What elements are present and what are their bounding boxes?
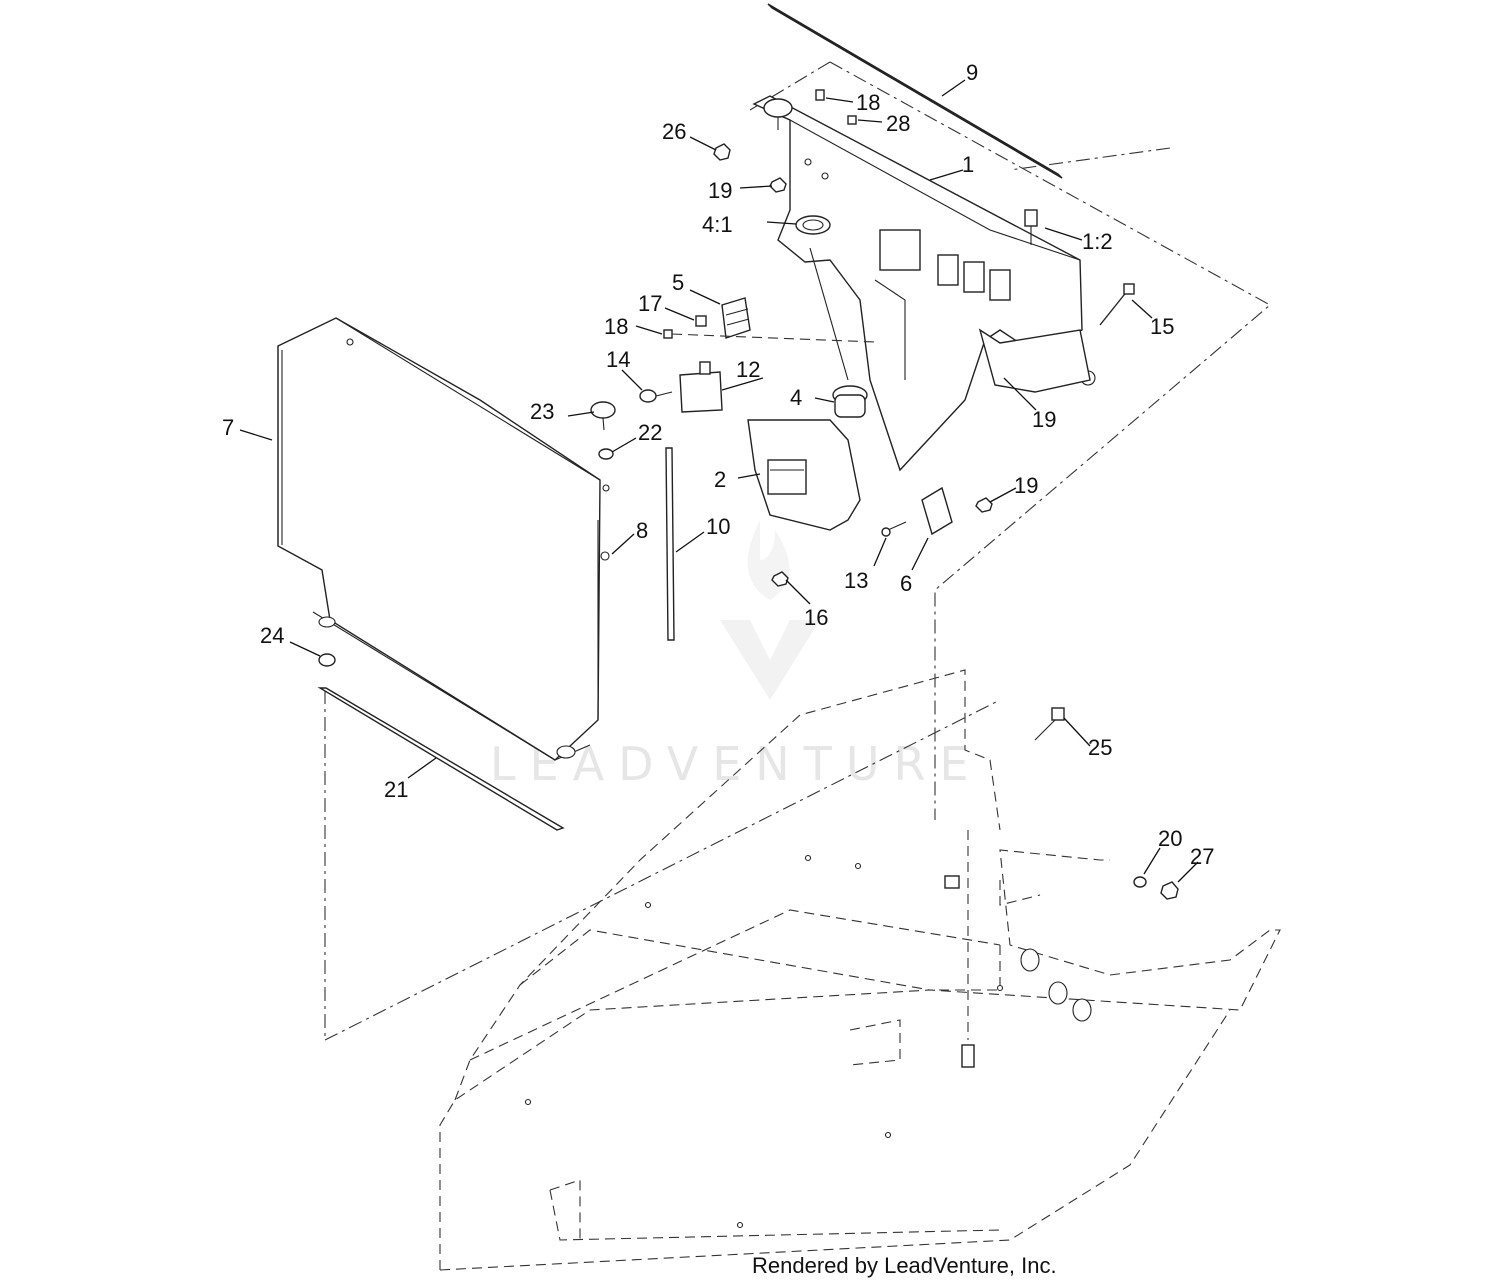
callout-5: 5: [672, 270, 684, 295]
callout-22: 22: [638, 420, 662, 445]
callout-19-top: 19: [708, 178, 732, 203]
callout-10: 10: [706, 514, 730, 539]
module-6: [921, 486, 953, 536]
callout-7: 7: [222, 415, 234, 440]
chassis-frame: [439, 669, 1281, 1271]
callout-20: 20: [1158, 826, 1182, 851]
bracket-1-2: [978, 209, 1091, 393]
terminal-17: [695, 315, 707, 327]
screw-28: [847, 115, 857, 125]
callout-18-mid: 18: [604, 314, 628, 339]
callout-6: 6: [900, 571, 912, 596]
callout-17: 17: [638, 291, 662, 316]
screw-18-mid: [663, 329, 876, 343]
callout-15: 15: [1150, 314, 1174, 339]
strip-10: [665, 447, 675, 641]
callout-1-2: 1:2: [1082, 229, 1113, 254]
switch-4: [832, 385, 868, 418]
washer-22: [598, 448, 614, 460]
callout-28: 28: [886, 111, 910, 136]
screw-13: [881, 521, 907, 537]
callout-9: 9: [966, 60, 978, 85]
controller-2: [747, 419, 861, 531]
grommet-4-1: [795, 215, 849, 381]
callout-labels: 9 18 28 26 1 19 4:1 1:2 5 17 18 15 14 12…: [222, 60, 1214, 869]
callout-26: 26: [662, 119, 686, 144]
callout-8: 8: [636, 518, 648, 543]
callout-27: 27: [1190, 844, 1214, 869]
leader-lines: [239, 79, 1199, 883]
stud: [961, 1044, 975, 1068]
callout-24: 24: [260, 623, 284, 648]
callout-1: 1: [962, 152, 974, 177]
screw-14: [639, 389, 673, 403]
callout-4-1: 4:1: [702, 212, 733, 237]
nut-19-mid: [975, 497, 993, 513]
nut-16: [771, 571, 789, 587]
callout-14: 14: [606, 347, 630, 372]
callout-12: 12: [736, 357, 760, 382]
callout-23: 23: [530, 399, 554, 424]
nut-26: [713, 143, 731, 161]
washer-24: [318, 653, 336, 667]
phantom-outline: [324, 61, 1271, 1041]
callout-13: 13: [844, 568, 868, 593]
callout-18-top: 18: [856, 90, 880, 115]
knob-23: [590, 401, 616, 431]
relay-12: [679, 361, 723, 413]
callout-19-right: 19: [1032, 407, 1056, 432]
callout-25: 25: [1088, 735, 1112, 760]
knob-top: [763, 98, 793, 130]
callout-21: 21: [384, 777, 408, 802]
render-credit: Rendered by LeadVenture, Inc.: [752, 1253, 1057, 1278]
bolt-25: [1034, 707, 1065, 741]
strip-9: [767, 3, 1063, 179]
relay-5: [721, 297, 751, 339]
nut-27: [1160, 881, 1179, 900]
callout-19-low: 19: [1014, 473, 1038, 498]
callout-2: 2: [714, 467, 726, 492]
nut-19-top: [769, 177, 787, 193]
stud-upper: [944, 875, 960, 889]
panel-7: [277, 317, 610, 761]
screw-18-top: [815, 89, 825, 101]
callout-16: 16: [804, 605, 828, 630]
callout-4: 4: [790, 385, 802, 410]
strip-21: [317, 687, 565, 831]
washer-20: [1133, 876, 1147, 888]
bolt-15: [1099, 283, 1135, 326]
